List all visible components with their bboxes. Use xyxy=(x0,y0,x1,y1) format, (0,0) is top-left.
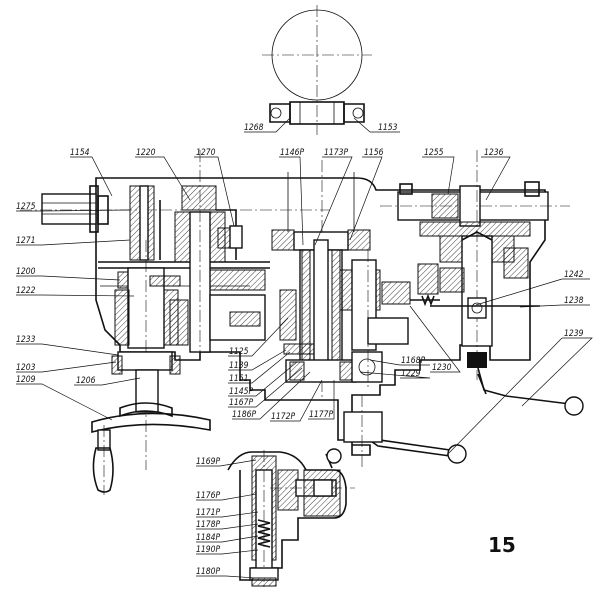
label-1180p: 1180P xyxy=(196,567,220,577)
label-1200: 1200 xyxy=(16,267,36,277)
label-1271: 1271 xyxy=(16,236,35,246)
center-shaft-assembly xyxy=(271,160,383,400)
label-1233: 1233 xyxy=(16,335,36,345)
label-1146p: 1146P xyxy=(280,148,304,158)
label-1153: 1153 xyxy=(378,123,398,133)
label-1255: 1255 xyxy=(424,148,444,158)
label-1270: 1270 xyxy=(196,148,216,158)
label-1154: 1154 xyxy=(70,148,90,158)
label-1156: 1156 xyxy=(364,148,384,158)
label-1268: 1268 xyxy=(244,123,264,133)
label-1145p: 1145P xyxy=(229,387,253,397)
lever-handles xyxy=(343,367,584,470)
label-1184p: 1184P xyxy=(196,533,220,543)
label-1167p: 1167P xyxy=(229,398,253,408)
gearbox-housing xyxy=(20,177,546,456)
label-1173p: 1173P xyxy=(324,148,348,158)
label-1178p: 1178P xyxy=(196,520,220,530)
label-1169p: 1169P xyxy=(196,457,220,467)
label-1220: 1220 xyxy=(136,148,156,158)
right-center-shaft xyxy=(339,250,440,390)
label-1275: 1275 xyxy=(16,202,36,212)
label-1238: 1238 xyxy=(564,296,584,306)
label-1151: 1151 xyxy=(229,374,248,384)
label-1229: 1229 xyxy=(401,369,421,379)
leader-lines xyxy=(16,117,593,579)
label-1186p: 1186P xyxy=(232,410,256,420)
label-1222: 1222 xyxy=(16,286,36,296)
label-1171p: 1171P xyxy=(196,508,220,518)
label-1177p: 1177P xyxy=(309,410,333,420)
label-1190p: 1190P xyxy=(196,545,220,555)
part-labels: 1268 1153 1154 1220 1270 1146P 1173P 115… xyxy=(16,123,584,577)
bottom-handwheel xyxy=(91,351,211,495)
label-1209: 1209 xyxy=(16,375,36,385)
label-1139: 1139 xyxy=(229,361,249,371)
label-1172p: 1172P xyxy=(271,412,295,422)
label-1206: 1206 xyxy=(76,376,96,386)
plunger-detail xyxy=(227,448,355,590)
label-1242: 1242 xyxy=(564,270,584,280)
label-1239: 1239 xyxy=(564,329,584,339)
top-handwheel xyxy=(262,5,372,135)
label-1203: 1203 xyxy=(16,363,36,373)
label-1176p: 1176P xyxy=(196,491,220,501)
label-1125: 1125 xyxy=(229,347,249,357)
right-shaft-assembly xyxy=(380,150,570,380)
label-1230: 1230 xyxy=(432,363,452,373)
label-1168p: 1168P xyxy=(401,356,425,366)
figure-number: 15 xyxy=(488,533,516,557)
label-1236: 1236 xyxy=(484,148,504,158)
left-shaft-assembly xyxy=(114,150,266,470)
